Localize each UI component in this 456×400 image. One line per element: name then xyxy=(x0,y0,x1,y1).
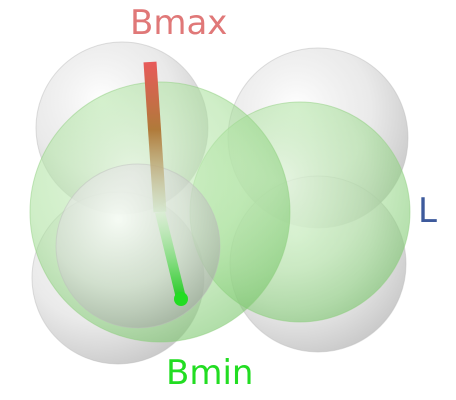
axis-label-bmin: Bmin xyxy=(166,353,254,393)
axis-label-l: L xyxy=(418,191,437,231)
gray-sphere-inner xyxy=(55,163,221,329)
axis-bmax xyxy=(143,61,167,213)
axis-bmin xyxy=(155,210,186,300)
axis-label-bmax: Bmax xyxy=(130,3,228,43)
axis-bmin-tip xyxy=(174,292,188,306)
